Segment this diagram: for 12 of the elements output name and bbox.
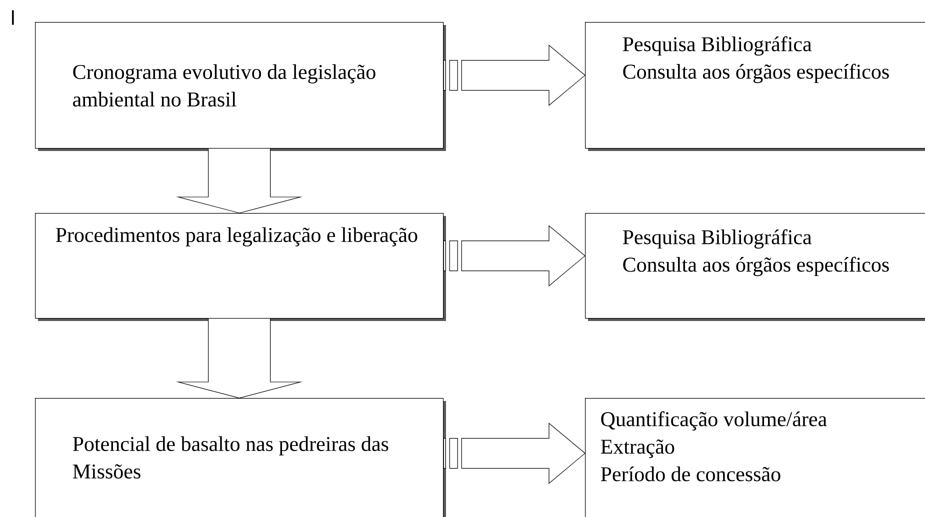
block-arrow [176,318,303,398]
block-arrow [443,422,586,484]
block-arrow [443,44,586,106]
process-box: Potencial de basalto nas pedreiras das Missões [35,398,446,517]
process-box: Cronograma evolutivo da legislação ambiental no Brasil [35,22,446,151]
process-box: Quantificação volume/área Extração Período de concessão [585,398,925,517]
label: I [12,10,14,25]
block-arrow [176,148,303,214]
block-arrow [443,225,586,286]
process-box: Pesquisa Bibliográfica Consulta aos órgãos específicos [585,213,925,321]
process-box: Procedimentos para legalização e liberação [35,213,446,321]
process-box: Pesquisa Bibliográfica Consulta aos órgãos específicos [585,22,925,151]
